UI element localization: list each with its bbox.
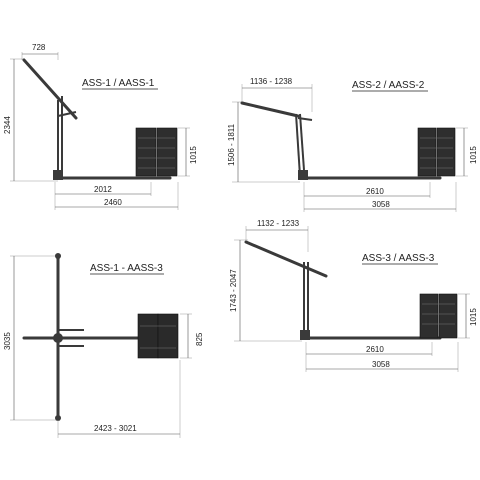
top-view-dim-height: 3035: [3, 332, 12, 350]
ass2-dim-weight: 1015: [469, 146, 478, 164]
ass2-dim-total: 3058: [372, 200, 390, 209]
ass3-counterweights: [419, 293, 458, 339]
diagram-ass1: ASS-1 / AASS-1 728 2344 10: [3, 43, 198, 210]
ass1-dim-inner: 2012: [94, 185, 112, 194]
ass2-dim-inner: 2610: [366, 187, 384, 196]
ass3-dim-total: 3058: [372, 360, 390, 369]
ass2-title: ASS-2 / AASS-2: [352, 80, 425, 91]
ass3-title: ASS-3 / AASS-3: [362, 253, 435, 264]
ass1-dim-weight: 1015: [189, 146, 198, 164]
top-view-title: ASS-1 - AASS-3: [90, 263, 163, 274]
ass3-dim-height: 1743 - 2047: [229, 269, 238, 312]
ass1-dim-height: 2344: [3, 116, 12, 134]
ass3-dim-arm: 1132 - 1233: [257, 219, 300, 228]
ass3-dim-inner: 2610: [366, 345, 384, 354]
ass1-dim-arm: 728: [32, 43, 46, 52]
ass2-counterweights: [417, 127, 456, 177]
ass2-dim-height: 1506 - 1811: [227, 123, 236, 166]
top-view-dim-total: 2423 - 3021: [94, 424, 137, 433]
ass2-dim-arm: 1136 - 1238: [250, 77, 293, 86]
top-view-counterweights: [137, 313, 179, 359]
ass3-dim-weight: 1015: [469, 308, 478, 326]
diagram-ass2: ASS-2 / AASS-2 1136 - 1238 1506 - 1811: [227, 77, 478, 212]
top-view-dim-weight: 825: [195, 332, 204, 346]
ass1-title: ASS-1 / AASS-1: [82, 78, 155, 89]
ass1-dim-total: 2460: [104, 198, 122, 207]
ass1-counterweights: [135, 127, 178, 177]
diagram-ass3: ASS-3 / AASS-3 1132 - 1233 1743 - 2047: [229, 219, 478, 372]
diagram-top-view: ASS-1 - AASS-3 3035 825 2423 - 3021: [3, 253, 204, 438]
